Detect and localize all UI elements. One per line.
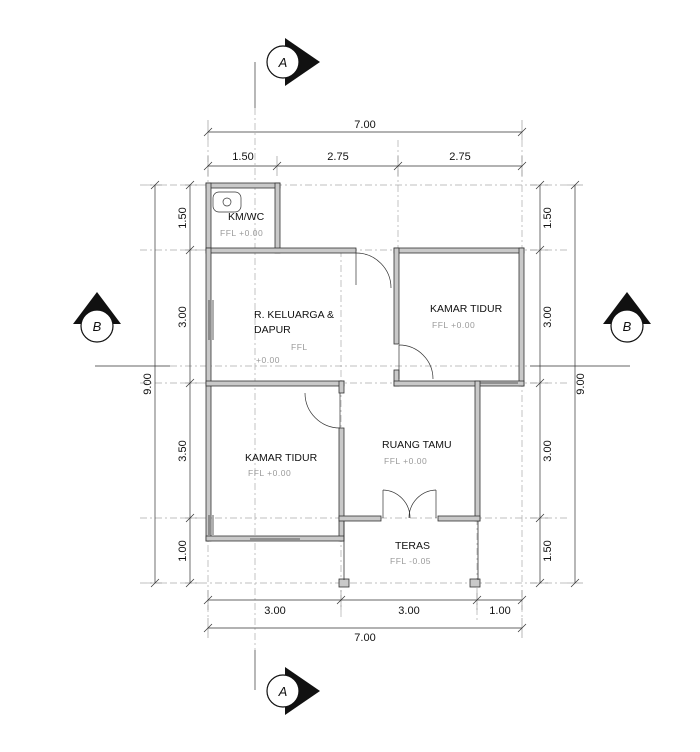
section-marker-a-bottom-label: A [278, 684, 288, 699]
dim-left-total: 9.00 [142, 373, 154, 394]
terrace-column-right [469, 578, 481, 588]
door-swing [382, 489, 411, 519]
wall-middle-right [393, 380, 525, 387]
dim-left-seg-4: 1.00 [177, 540, 189, 561]
room-kamar-kanan-ffl: FFL +0.00 [432, 320, 475, 330]
room-keluarga-ffl-1: FFL [291, 342, 308, 352]
wall-bottom-left [205, 535, 345, 542]
room-kamar-kiri-ffl: FFL +0.00 [248, 468, 291, 478]
wall-top-family [205, 247, 357, 254]
dim-right-seg-4: 1.50 [542, 540, 554, 561]
wall-front-left [338, 515, 382, 522]
room-ruang-tamu-ffl: FFL +0.00 [384, 456, 427, 466]
dim-right-total: 9.00 [575, 373, 587, 394]
wall-middle-left [205, 380, 345, 387]
wall-wc-right [274, 182, 281, 254]
dim-top-seg-1: 1.50 [232, 151, 253, 163]
wall-top-bedroom [393, 247, 525, 254]
dim-left-seg-3: 3.50 [177, 440, 189, 461]
dim-bottom-seg-3: 1.00 [489, 605, 510, 617]
terrace-columns [338, 521, 481, 588]
wall-kamar-kiri-right [338, 380, 345, 394]
room-keluarga-ffl-2: +0.00 [256, 355, 280, 365]
room-keluarga-name-2: DAPUR [254, 324, 291, 336]
wall-kamar-kiri-right-lower [338, 427, 345, 542]
room-teras-name: TERAS [395, 540, 430, 552]
door-swing [408, 489, 437, 519]
dim-left-seg-1: 1.50 [177, 207, 189, 228]
section-marker-b-right: B [603, 292, 651, 343]
room-keluarga-name-1: R. KELUARGA & [254, 309, 334, 321]
dim-right-seg-2: 3.00 [542, 306, 554, 327]
dim-top-total: 7.00 [354, 119, 375, 131]
dim-left-seg-2: 3.00 [177, 306, 189, 327]
section-marker-a-top-label: A [278, 55, 288, 70]
room-ruang-tamu-name: RUANG TAMU [382, 439, 452, 451]
section-marker-a-bottom: A [266, 667, 320, 715]
dimension-lines [147, 120, 583, 638]
wall-front-right [437, 515, 481, 522]
wall-left-outer [205, 247, 212, 542]
walls [205, 182, 525, 542]
wc-fixture [212, 191, 242, 213]
dim-right-seg-1: 1.50 [542, 207, 554, 228]
wall-wc-left [205, 182, 212, 254]
room-kamar-kiri-name: KAMAR TIDUR [245, 452, 318, 464]
door-swing [355, 252, 392, 289]
dimension-text: 7.00 1.50 2.75 2.75 3.00 3.00 1.00 7.00 … [142, 119, 587, 644]
wall-right-outer [518, 247, 525, 387]
door-swing [398, 344, 434, 380]
doors [212, 191, 437, 519]
section-marker-b-left-label: B [93, 319, 102, 334]
section-lines [95, 62, 630, 690]
room-kamar-kanan-name: KAMAR TIDUR [430, 303, 503, 315]
room-labels: KM/WC FFL +0.00 R. KELUARGA & DAPUR FFL … [220, 211, 503, 566]
dim-bottom-seg-2: 3.00 [398, 605, 419, 617]
room-kmwc-name: KM/WC [228, 211, 265, 223]
grid-lines [140, 140, 570, 620]
dim-top-seg-3: 2.75 [449, 151, 470, 163]
dim-right-seg-3: 3.00 [542, 440, 554, 461]
wall-living-right [474, 380, 481, 522]
wall-bedroom-left-upper [393, 247, 400, 345]
dim-bottom-seg-1: 3.00 [264, 605, 285, 617]
section-marker-b-left: B [73, 292, 121, 343]
room-teras-ffl: FFL -0.05 [390, 556, 431, 566]
section-marker-b-right-label: B [623, 319, 632, 334]
room-kmwc-ffl: FFL +0.00 [220, 228, 263, 238]
terrace-column-left [338, 578, 350, 588]
dim-top-seg-2: 2.75 [327, 151, 348, 163]
door-swing [304, 392, 341, 429]
dim-bottom-total: 7.00 [354, 632, 375, 644]
section-marker-a-top: A [266, 38, 320, 86]
wall-wc-top [205, 182, 281, 189]
